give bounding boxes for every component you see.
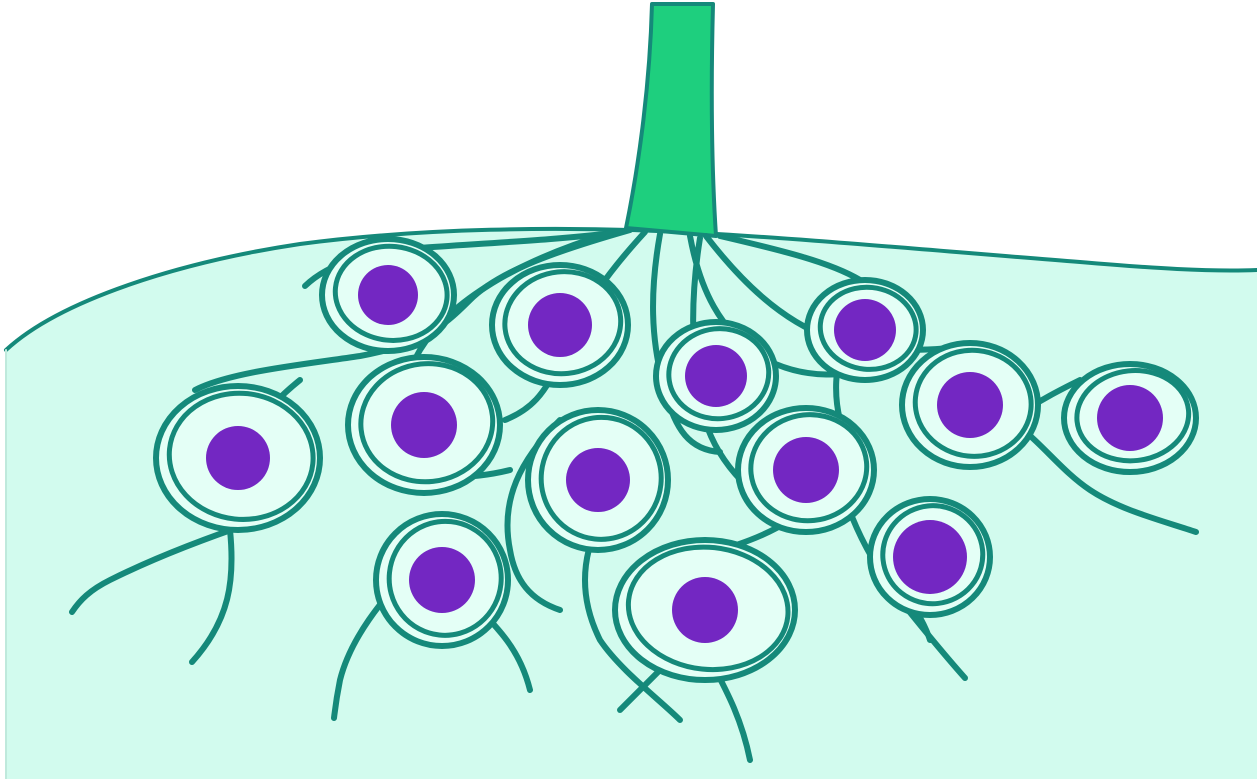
cell-icon [322, 239, 454, 351]
cell-icon [615, 539, 795, 680]
nucleus-icon [672, 577, 738, 643]
cell-icon [870, 499, 990, 615]
nucleus-icon [528, 293, 592, 357]
nucleus-icon [773, 437, 839, 503]
nucleus-icon [1097, 385, 1163, 451]
nucleus-icon [834, 299, 896, 361]
nucleus-icon [391, 392, 457, 458]
nucleus-icon [206, 426, 270, 490]
nucleus-icon [566, 448, 630, 512]
nucleus-icon [358, 265, 418, 325]
cell-icon [492, 265, 628, 385]
nucleus-icon [685, 345, 747, 407]
nucleus-icon [893, 520, 967, 594]
cell-icon [376, 514, 508, 646]
stem-process [626, 4, 716, 236]
cell-icon [738, 408, 874, 532]
nucleus-icon [409, 547, 475, 613]
cell-icon [902, 343, 1038, 467]
cell-icon [528, 410, 668, 550]
cell-icon [656, 322, 776, 430]
stem-process-icon [626, 4, 716, 236]
cell-icon [1064, 364, 1196, 472]
cell-icon [156, 386, 320, 530]
nucleus-icon [937, 372, 1003, 438]
cell-icon [348, 357, 500, 493]
cell-icon [807, 280, 923, 380]
